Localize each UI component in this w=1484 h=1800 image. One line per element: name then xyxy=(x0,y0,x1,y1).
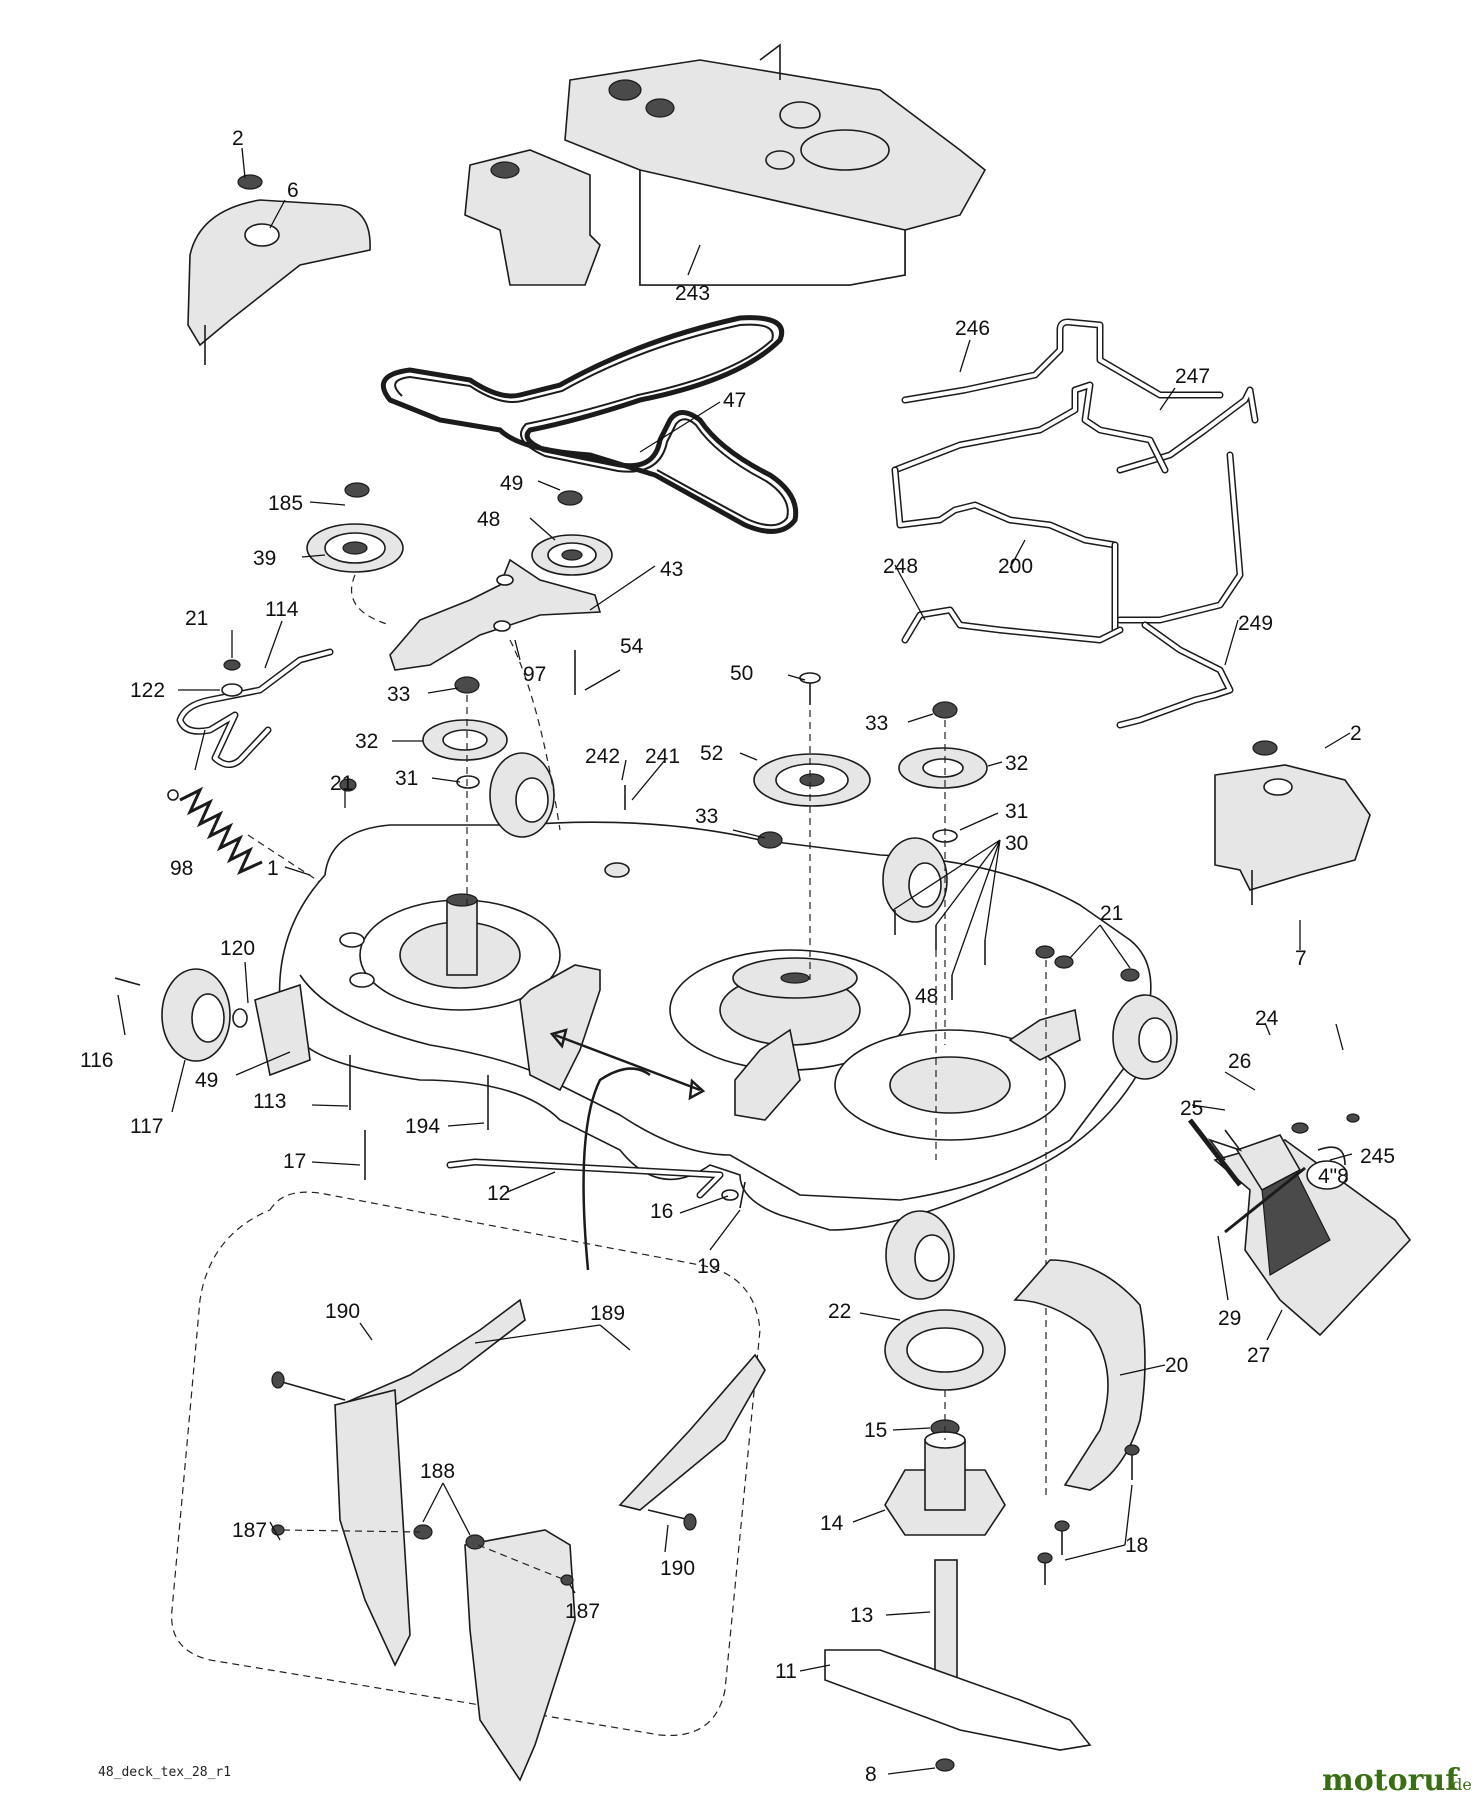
callout-188: 188 xyxy=(420,1460,455,1483)
callout-190-lower: 190 xyxy=(660,1557,695,1580)
callout-leader-lines xyxy=(117,147,1353,1775)
callout-21-mid: 21 xyxy=(330,772,353,795)
mulch-plug xyxy=(1013,1259,1146,1491)
drive-belt xyxy=(380,315,799,534)
callout-32-right: 32 xyxy=(1005,752,1028,775)
callout-49-lower: 49 xyxy=(195,1069,218,1092)
callout-31-left: 31 xyxy=(395,767,418,790)
callout-6: 6 xyxy=(287,179,299,202)
callout-194: 194 xyxy=(405,1115,440,1138)
callout-21-right: 21 xyxy=(1100,902,1123,925)
callout-120: 120 xyxy=(220,937,255,960)
callout-246: 246 xyxy=(955,317,990,340)
callout-242: 242 xyxy=(585,745,620,768)
deck-hardware xyxy=(894,910,1140,1500)
callout-97: 97 xyxy=(523,663,546,686)
deck-size-decal: 48 xyxy=(915,985,938,1008)
lift-rod-and-bolts xyxy=(114,977,746,1209)
callout-labels: 2 6 243 246 247 47 49 185 48 39 43 200 2… xyxy=(80,127,1395,1786)
callout-43: 43 xyxy=(660,558,683,581)
callout-117: 117 xyxy=(130,1115,163,1138)
watermark-domain: .de xyxy=(1447,1775,1472,1794)
pulley-cover-left xyxy=(187,174,371,365)
callout-116: 116 xyxy=(80,1049,113,1072)
drawing-code: 48_deck_tex_28_r1 xyxy=(98,1765,231,1780)
callout-49: 49 xyxy=(500,472,523,495)
callout-47: 47 xyxy=(723,389,746,412)
bagger-frame xyxy=(891,318,1259,729)
callout-32-left: 32 xyxy=(355,730,378,753)
callout-8: 8 xyxy=(865,1763,877,1786)
callout-2: 2 xyxy=(232,127,244,150)
callout-39: 39 xyxy=(253,547,276,570)
watermark-text: motoruf xyxy=(1322,1763,1460,1798)
callout-7: 7 xyxy=(1295,947,1307,970)
callout-30: 30 xyxy=(1005,832,1028,855)
svg-text:4"8: 4"8 xyxy=(1318,1165,1349,1188)
callout-189: 189 xyxy=(590,1302,625,1325)
watermark-logo: motoruf .de xyxy=(1322,1763,1472,1798)
callout-249: 249 xyxy=(1238,612,1273,635)
callout-54: 54 xyxy=(620,635,644,658)
front-hanger-detail-inset xyxy=(171,1191,766,1782)
callout-15: 15 xyxy=(864,1419,887,1442)
callout-185: 185 xyxy=(268,492,303,515)
callout-25: 25 xyxy=(1180,1097,1203,1120)
callout-21-upper: 21 xyxy=(185,607,208,630)
discharge-chute: 4"8 xyxy=(1188,1113,1412,1337)
callout-11: 11 xyxy=(775,1660,797,1683)
callout-241: 241 xyxy=(645,745,680,768)
callout-17: 17 xyxy=(283,1150,306,1173)
callout-248: 248 xyxy=(883,555,918,578)
idler-pulley-group xyxy=(306,482,613,695)
idler-cable-and-spring xyxy=(167,648,356,906)
callout-14: 14 xyxy=(820,1512,844,1535)
callout-27: 27 xyxy=(1247,1344,1270,1367)
mower-deck-shell: 48 xyxy=(254,821,1152,1231)
blade-spindle-stack xyxy=(824,1309,1092,1772)
callout-2-right: 2 xyxy=(1350,722,1362,745)
callout-187-right: 187 xyxy=(565,1600,600,1623)
callout-98: 98 xyxy=(170,857,193,880)
callout-13: 13 xyxy=(850,1604,873,1627)
callout-200: 200 xyxy=(998,555,1033,578)
pulley-cover-right xyxy=(1214,740,1371,905)
callout-26: 26 xyxy=(1228,1050,1251,1073)
callout-33-right: 33 xyxy=(865,712,888,735)
callout-122: 122 xyxy=(130,679,165,702)
callout-247: 247 xyxy=(1175,365,1210,388)
callout-22: 22 xyxy=(828,1300,851,1323)
detail-reference-arrow xyxy=(549,1028,706,1271)
callout-16: 16 xyxy=(650,1200,673,1223)
callout-48: 48 xyxy=(477,508,500,531)
callout-33-left: 33 xyxy=(387,683,410,706)
mulch-plug-bolts xyxy=(1037,1444,1140,1585)
callout-113: 113 xyxy=(253,1090,286,1113)
callout-12: 12 xyxy=(487,1182,510,1205)
callout-114: 114 xyxy=(265,598,299,621)
callout-20: 20 xyxy=(1165,1354,1188,1377)
callout-29: 29 xyxy=(1218,1307,1241,1330)
callout-1: 1 xyxy=(267,857,279,880)
callout-243: 243 xyxy=(675,282,710,305)
callout-190-upper: 190 xyxy=(325,1300,360,1323)
callout-31-right: 31 xyxy=(1005,800,1028,823)
callout-52: 52 xyxy=(700,742,723,765)
callout-50: 50 xyxy=(730,662,753,685)
callout-19: 19 xyxy=(697,1255,720,1278)
center-pulleys xyxy=(339,639,988,1045)
deck-wheels xyxy=(161,752,1178,1300)
callout-187-left: 187 xyxy=(232,1519,267,1542)
callout-18: 18 xyxy=(1125,1534,1148,1557)
callout-33-center: 33 xyxy=(695,805,718,828)
callout-24: 24 xyxy=(1255,1007,1279,1030)
callout-245: 245 xyxy=(1360,1145,1395,1168)
deck-shield-assembly xyxy=(464,43,987,286)
